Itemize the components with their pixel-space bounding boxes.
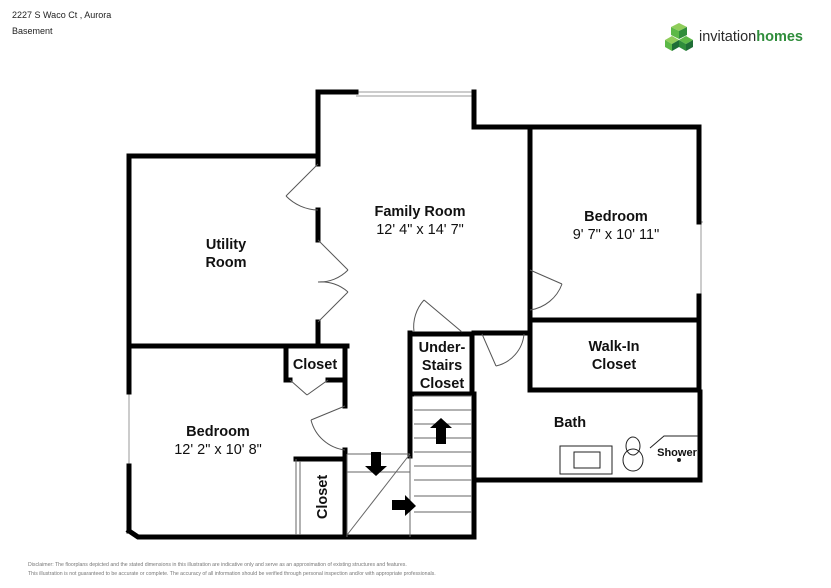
sink-basin-icon <box>573 451 601 469</box>
bedroom-west-dims: 12' 2" x 10' 8" <box>174 442 262 458</box>
under-stairs-closet-label-line1: Under- <box>419 340 466 356</box>
walk-in-closet-label-line1: Walk-In <box>588 339 639 355</box>
cube-cluster-logo-icon <box>665 23 693 51</box>
toilet-bowl-icon <box>622 448 644 472</box>
stair-up-arrow-icon <box>430 418 452 444</box>
level-text: Basement <box>12 26 53 36</box>
shower-enclosure <box>649 435 698 449</box>
bedroom-east-dims: 9' 7" x 10' 11" <box>573 227 660 243</box>
walk-in-closet-label-line2: Closet <box>592 357 636 373</box>
stair-arrows <box>365 418 452 516</box>
closet-small-label: Closet <box>293 357 337 373</box>
brand-name-light: invitation <box>699 29 757 45</box>
utility-room-label-line2: Room <box>205 255 246 271</box>
stair-right-arrow-icon <box>392 495 416 516</box>
disclaimer-line2: This illustration is not guaranteed to b… <box>28 571 436 577</box>
door-swings <box>285 163 563 451</box>
closet-vertical-label: Closet <box>315 475 331 519</box>
bedroom-east-label: Bedroom <box>584 209 648 225</box>
utility-room-label-line1: Utility <box>206 237 246 253</box>
brand-name-bold: homes <box>756 29 803 45</box>
walls <box>125 89 703 540</box>
family-room-label: Family Room <box>374 204 465 220</box>
under-stairs-closet-label-line3: Closet <box>420 376 464 392</box>
disclaimer-line1: Disclaimer: The floorplans depicted and … <box>28 562 407 568</box>
address-text: 2227 S Waco Ct , Aurora <box>12 10 112 20</box>
brand-name: invitationhomes <box>699 29 803 45</box>
toilet-tank-icon <box>625 436 641 456</box>
family-room-dims: 12' 4" x 14' 7" <box>376 222 464 238</box>
brand-logo: invitationhomes <box>664 22 803 52</box>
shower-label: Shower <box>657 447 697 459</box>
bath-label: Bath <box>554 415 586 431</box>
under-stairs-closet-label-line2: Stairs <box>422 358 462 374</box>
stair-down-arrow-icon <box>365 452 387 476</box>
bedroom-west-label: Bedroom <box>186 424 250 440</box>
shower-drain-icon <box>677 458 681 462</box>
sink-vanity <box>559 445 613 475</box>
bath-fixtures <box>559 435 698 475</box>
